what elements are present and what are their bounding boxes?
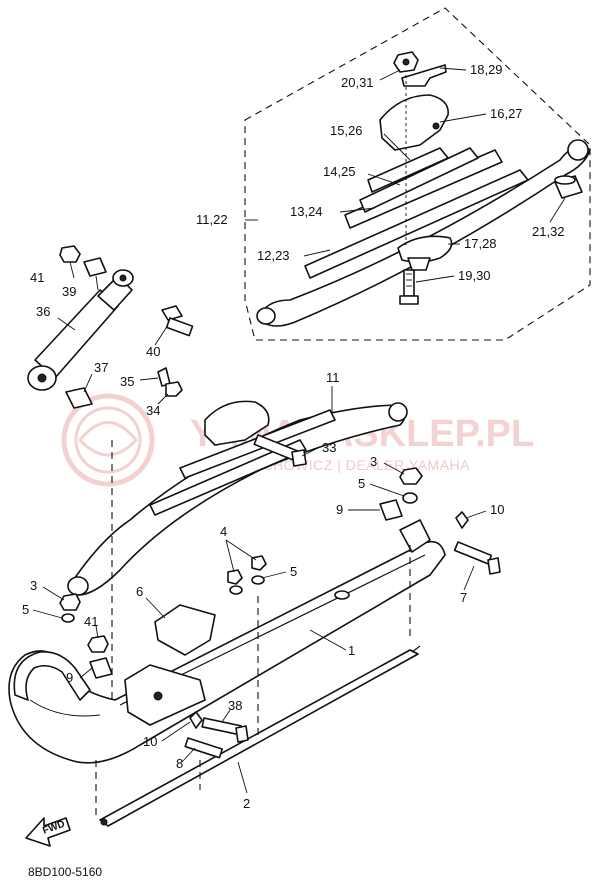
callout-1: 1 bbox=[348, 643, 355, 658]
callout-9-right: 9 bbox=[336, 502, 343, 517]
callout-19-30: 19,30 bbox=[458, 268, 491, 283]
leaf-spring-assembly bbox=[256, 51, 591, 327]
detail-boundary bbox=[244, 7, 591, 341]
callout-16-27: 16,27 bbox=[490, 106, 523, 121]
collar-39 bbox=[83, 257, 107, 277]
bolt-7 bbox=[453, 541, 493, 565]
collar-37 bbox=[65, 387, 93, 409]
callout-10-left: 10 bbox=[143, 734, 157, 749]
collar-9-left bbox=[89, 657, 113, 679]
callout-34: 34 bbox=[146, 403, 160, 418]
nut-41-bottom bbox=[87, 635, 109, 653]
bracket-6 bbox=[154, 604, 216, 656]
callout-37: 37 bbox=[94, 360, 108, 375]
nut-3-left bbox=[59, 593, 81, 611]
callout-11: 11 bbox=[326, 370, 340, 385]
callout-18-29: 18,29 bbox=[470, 62, 503, 77]
callout-4: 4 bbox=[220, 524, 227, 539]
callout-6: 6 bbox=[136, 584, 143, 599]
bolt-40 bbox=[161, 305, 183, 321]
fwd-arrow-icon: FWD bbox=[25, 817, 71, 847]
nut-41-top bbox=[59, 245, 81, 263]
washer-5-left bbox=[61, 613, 75, 623]
nut-4a bbox=[227, 569, 243, 585]
diagram-code: 8BD100-5160 bbox=[28, 865, 102, 879]
clip-18 bbox=[401, 64, 447, 87]
callout-21-32: 21,32 bbox=[532, 224, 565, 239]
nut-34 bbox=[165, 381, 183, 397]
callout-14-25: 14,25 bbox=[323, 164, 356, 179]
shock-absorber bbox=[27, 245, 194, 409]
callout-33: 33 bbox=[322, 440, 336, 455]
bolt-8 bbox=[184, 737, 224, 759]
callout-9-left: 9 bbox=[66, 670, 73, 685]
leader-lines bbox=[32, 67, 566, 818]
nut-3-right bbox=[399, 467, 423, 485]
leaf-eye-front bbox=[256, 307, 276, 325]
callout-12-23: 12,23 bbox=[257, 248, 290, 263]
bolt-38 bbox=[201, 717, 242, 736]
callout-38: 38 bbox=[228, 698, 242, 713]
callouts: 20,31 18,29 16,27 15,26 14,25 13,24 11,2… bbox=[22, 62, 565, 811]
callout-36: 36 bbox=[36, 304, 50, 319]
callout-2: 2 bbox=[243, 796, 250, 811]
callout-11-22: 11,22 bbox=[196, 212, 228, 227]
leaf-12 bbox=[304, 169, 529, 279]
callout-35: 35 bbox=[120, 374, 134, 389]
ski-assembly bbox=[8, 367, 501, 827]
ski-mount-bracket bbox=[124, 664, 206, 726]
callout-41-top: 41 bbox=[30, 270, 44, 285]
pin-10-right bbox=[455, 511, 469, 529]
callout-3-left: 3 bbox=[30, 578, 37, 593]
main-leaf-spring bbox=[261, 145, 591, 327]
collar-9-right bbox=[379, 499, 403, 521]
callout-40: 40 bbox=[146, 344, 160, 359]
washer-5-right bbox=[402, 492, 418, 504]
callout-5-mid: 5 bbox=[290, 564, 297, 579]
spring-seat bbox=[204, 400, 270, 446]
callout-20-31: 20,31 bbox=[341, 75, 374, 90]
callout-13-24: 13,24 bbox=[290, 204, 323, 219]
callout-8: 8 bbox=[176, 756, 183, 771]
spring-seat-upper bbox=[379, 94, 449, 151]
leaf-eye-rear bbox=[567, 139, 589, 161]
callout-5-left: 5 bbox=[22, 602, 29, 617]
pin-10-left bbox=[189, 711, 203, 729]
nut-4b bbox=[251, 555, 267, 571]
ski-tip-loop bbox=[13, 651, 91, 701]
callout-7: 7 bbox=[460, 590, 467, 605]
callout-10-right: 10 bbox=[490, 502, 504, 517]
callout-5-right: 5 bbox=[358, 476, 365, 491]
callout-15-26: 15,26 bbox=[330, 123, 363, 138]
callout-39: 39 bbox=[62, 284, 76, 299]
callout-17-28: 17,28 bbox=[464, 236, 497, 251]
callout-3-right: 3 bbox=[370, 454, 377, 469]
callout-41-bottom: 41 bbox=[84, 614, 98, 629]
